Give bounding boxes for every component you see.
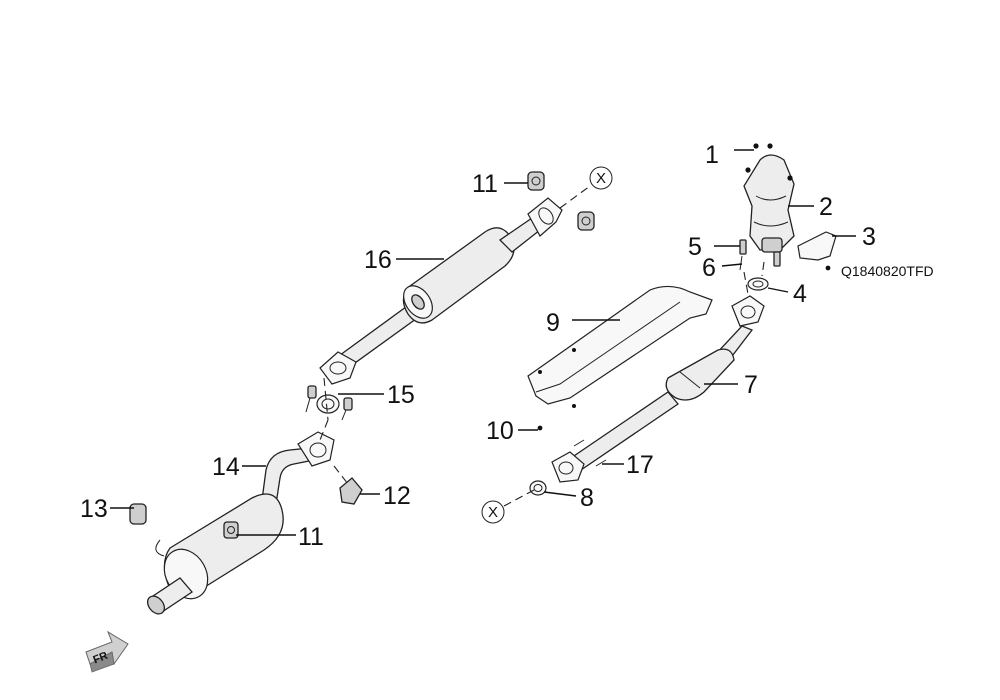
rubber-hanger-top [527, 171, 595, 231]
callout-1: 1 [705, 141, 719, 169]
callout-3: 3 [862, 223, 876, 251]
callout-10: 10 [486, 417, 514, 445]
callout-8: 8 [580, 484, 594, 512]
callout-9: 9 [546, 309, 560, 337]
assembly-centerlines [319, 185, 765, 507]
connection-marker-bottom-label: X [488, 504, 498, 521]
callout-5: 5 [688, 233, 702, 261]
direction-label: FR [91, 650, 109, 667]
gasket-and-bolts-15 [305, 385, 353, 421]
callout-4: 4 [793, 280, 807, 308]
callout-14: 14 [212, 453, 240, 481]
callout-12: 12 [383, 482, 411, 510]
callout-15: 15 [387, 381, 415, 409]
center-muffler-pipe [319, 197, 563, 385]
connection-marker-bottom: X [481, 500, 505, 524]
callout-17: 17 [626, 451, 654, 479]
front-pipe-catalyst [529, 295, 765, 496]
connection-marker-top: X [589, 166, 613, 190]
callout-11-top: 11 [472, 170, 498, 198]
callout-16: 16 [364, 246, 392, 274]
callout-2: 2 [819, 193, 833, 221]
rear-muffler [129, 431, 363, 615]
front-direction-arrow: FR [85, 630, 129, 673]
heat-shield [527, 285, 713, 431]
leader-lines [110, 149, 856, 536]
exhaust-manifold [739, 143, 837, 291]
part-code-label: Q1840820TFD [841, 263, 934, 279]
callout-6: 6 [702, 254, 716, 282]
callout-11-bottom: 11 [298, 523, 324, 551]
connection-marker-top-label: X [596, 170, 606, 187]
callout-13: 13 [80, 495, 108, 523]
callout-7: 7 [744, 371, 758, 399]
